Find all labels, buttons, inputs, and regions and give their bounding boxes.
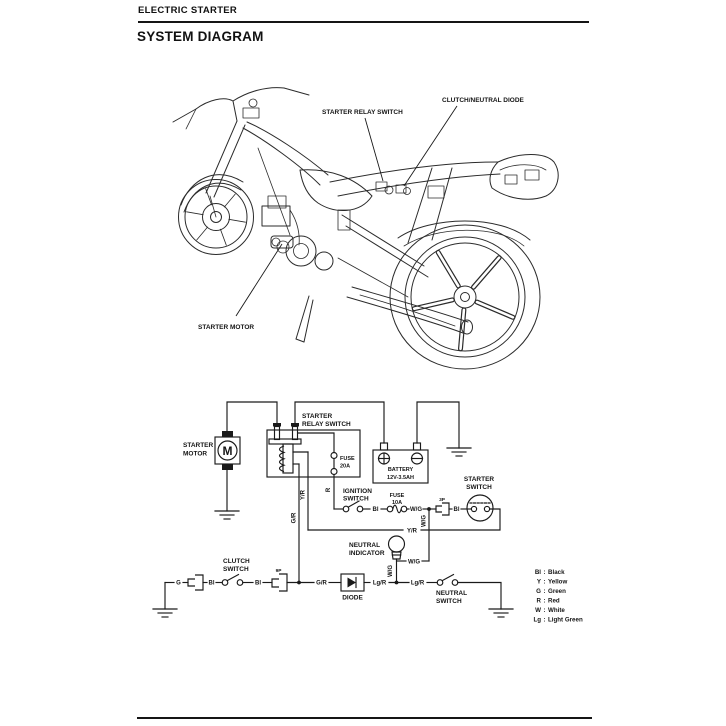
ground-icon bbox=[152, 608, 178, 618]
starter-switch-label-1: STARTER bbox=[464, 476, 495, 483]
illustration-callouts: STARTER RELAY SWITCH CLUTCH/NEUTRAL DIOD… bbox=[198, 97, 525, 331]
fuse-20a-symbol: FUSE 20A bbox=[330, 451, 355, 476]
wire-label-wg: W/G bbox=[422, 515, 428, 527]
neutral-switch-label-1: NEUTRAL bbox=[436, 590, 467, 597]
battery-positive-terminal-icon bbox=[377, 452, 391, 465]
fuse20-label-1: FUSE bbox=[340, 456, 355, 462]
wire-label-gr: G/R bbox=[292, 512, 298, 523]
wire-yr: Y/R Y/R bbox=[301, 451, 501, 534]
starter-relay-switch-symbol: STARTER RELAY SWITCH FUSE 20A bbox=[266, 413, 361, 478]
neutral-indicator-symbol: NEUTRAL INDICATOR bbox=[349, 535, 406, 560]
neutral-indicator-branch: W/G W/G NEUTRAL INDICATOR W/G bbox=[349, 508, 430, 584]
rear-rack bbox=[489, 154, 559, 200]
wiring-top bbox=[226, 401, 460, 512]
callout-starter-motor: STARTER MOTOR bbox=[198, 324, 254, 331]
neutral-switch-symbol: NEUTRAL SWITCH bbox=[436, 573, 467, 605]
wire-label-bl: Bl bbox=[454, 507, 460, 513]
wire-r: R bbox=[326, 473, 335, 510]
starter-motor-symbol: M STARTER MOTOR bbox=[183, 431, 241, 470]
fuse10-label-2: 10A bbox=[392, 500, 402, 506]
ignition-switch-symbol: IGNITION SWITCH bbox=[342, 488, 372, 513]
legend-row: R:Red bbox=[537, 598, 560, 605]
motor-m-symbol: M bbox=[223, 444, 233, 458]
wire-label-wg: W/G bbox=[388, 565, 394, 577]
diode-label: DIODE bbox=[342, 595, 363, 602]
clutch-switch-symbol: CLUTCH SWITCH bbox=[221, 558, 250, 586]
wire-label-lgr: Lg/R bbox=[373, 581, 387, 587]
wire-label-yr: Y/R bbox=[301, 489, 307, 500]
clutch-switch-label-2: SWITCH bbox=[223, 566, 249, 573]
motorcycle-illustration: STARTER RELAY SWITCH CLUTCH/NEUTRAL DIOD… bbox=[172, 87, 559, 370]
ignition-label-1: IGNITION bbox=[343, 488, 372, 495]
wire-label-lgr: Lg/R bbox=[411, 581, 425, 587]
ground-icon bbox=[488, 608, 514, 618]
section-header: ELECTRIC STARTER bbox=[138, 5, 238, 16]
battery-label-2: 12V-3.5AH bbox=[387, 475, 414, 481]
rear-wheel-icon bbox=[389, 224, 541, 370]
swingarm-muffler bbox=[295, 209, 473, 343]
connector-3p-symbol: 3P bbox=[435, 497, 450, 516]
wire-label-wg: W/G bbox=[408, 560, 420, 566]
circuit-diagram: M STARTER MOTOR STARTER RELAY SWITCH bbox=[152, 401, 583, 624]
wire-label-yr: Y/R bbox=[407, 528, 418, 534]
legend-row: Bl:Black bbox=[535, 569, 565, 576]
frame-body bbox=[242, 121, 531, 247]
legend-row: W:White bbox=[535, 607, 565, 614]
page-title: SYSTEM DIAGRAM bbox=[137, 29, 264, 44]
wire-label-g: G bbox=[176, 581, 181, 587]
battery-label-1: BATTERY bbox=[388, 467, 414, 473]
wire-label-gr: G/R bbox=[316, 581, 327, 587]
front-fork bbox=[180, 120, 246, 218]
neutral-indicator-label-1: NEUTRAL bbox=[349, 542, 380, 549]
fuse-10a-symbol: FUSE 10A bbox=[386, 493, 408, 514]
callout-clutch-neutral-diode: CLUTCH/NEUTRAL DIODE bbox=[442, 97, 525, 104]
starter-switch-label-2: SWITCH bbox=[466, 484, 492, 491]
wire-label-bl: Bl bbox=[255, 581, 261, 587]
connector-9p-symbol: 9P bbox=[271, 568, 288, 592]
wire-label-r: R bbox=[326, 487, 332, 492]
header-rule bbox=[138, 20, 589, 24]
relay-label-1: STARTER bbox=[302, 413, 333, 420]
ground-icon bbox=[446, 447, 472, 457]
engine-cluster bbox=[261, 181, 445, 271]
neutral-switch-label-2: SWITCH bbox=[436, 598, 462, 605]
footer-rule bbox=[137, 716, 592, 720]
starter-switch-symbol: STARTER SWITCH bbox=[464, 476, 495, 522]
battery-symbol: BATTERY 12V-3.5AH bbox=[372, 442, 429, 484]
connector-9p-label: 9P bbox=[276, 568, 283, 574]
relay-label-2: RELAY SWITCH bbox=[302, 421, 351, 428]
wire-color-legend: Bl:Black Y:Yellow G:Green R:Red W:White … bbox=[533, 569, 583, 624]
wire-label-bl: Bl bbox=[209, 581, 215, 587]
legend-row: G:Green bbox=[536, 588, 566, 595]
legend-row: Y:Yellow bbox=[537, 579, 568, 586]
handlebar bbox=[172, 87, 310, 130]
callout-starter-relay-switch: STARTER RELAY SWITCH bbox=[322, 109, 403, 116]
starter-motor-label-1: STARTER bbox=[183, 442, 214, 449]
fuse10-label-1: FUSE bbox=[390, 493, 405, 499]
wire-label-wg: W/G bbox=[410, 507, 422, 513]
ignition-row: IGNITION SWITCH Bl FUSE 10A W/G 3P bbox=[333, 488, 472, 516]
ignition-label-2: SWITCH bbox=[343, 496, 369, 503]
legend-row: Lg:Light Green bbox=[533, 617, 583, 624]
fuse20-label-2: 20A bbox=[340, 464, 350, 470]
battery-negative-terminal-icon bbox=[410, 452, 424, 465]
wire-gr: G/R bbox=[292, 463, 300, 584]
ground-icon bbox=[214, 510, 240, 520]
connector-symbol bbox=[187, 574, 204, 591]
connector-3p-label: 3P bbox=[439, 497, 446, 503]
neutral-indicator-label-2: INDICATOR bbox=[349, 550, 385, 557]
junction-dot bbox=[297, 580, 301, 585]
diode-symbol: DIODE bbox=[340, 573, 365, 602]
junction-dot bbox=[394, 580, 399, 585]
bottom-row: G Bl CLUTCH SWITCH Bl 9P bbox=[152, 558, 514, 618]
wire-label-bl: Bl bbox=[373, 507, 379, 513]
clutch-switch-label-1: CLUTCH bbox=[223, 558, 250, 565]
starter-motor-label-2: MOTOR bbox=[183, 451, 207, 458]
